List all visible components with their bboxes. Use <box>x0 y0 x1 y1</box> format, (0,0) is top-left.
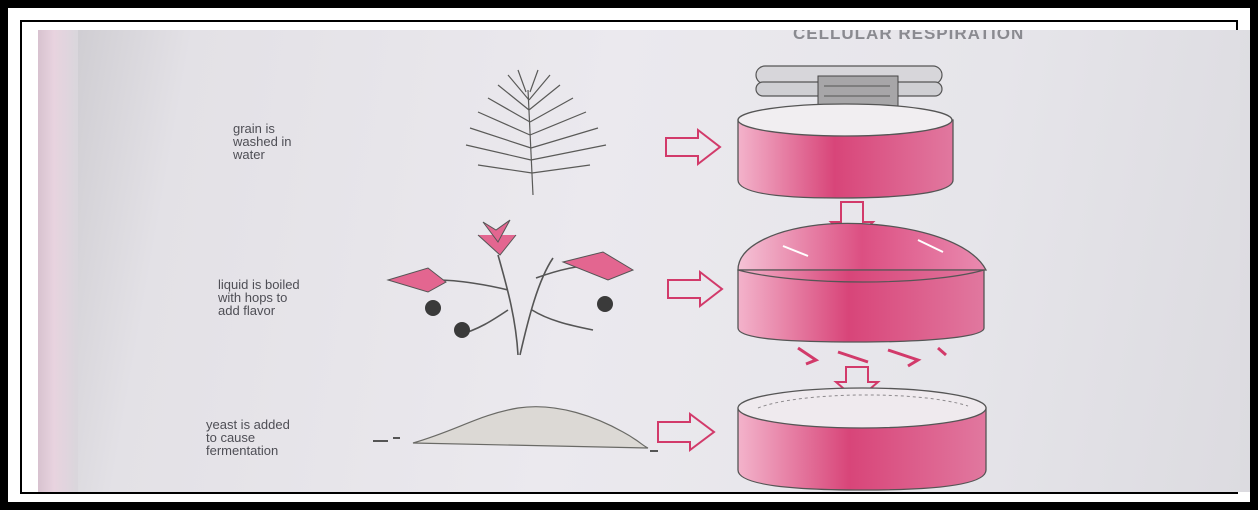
hops-plant-icon <box>388 220 633 355</box>
boiling-kettle <box>738 223 986 366</box>
fermentation-tank <box>738 388 986 490</box>
diagram-art <box>38 30 1250 492</box>
textbook-page-photo: CELLULAR RESPIRATION grain is washed in … <box>38 30 1250 492</box>
right-arrow-icon <box>666 130 720 164</box>
wheat-icon <box>466 70 606 195</box>
right-arrow-icon <box>658 414 714 450</box>
yeast-pile-icon <box>373 407 658 451</box>
right-arrow-icon <box>668 272 722 306</box>
washing-tank <box>738 66 953 198</box>
